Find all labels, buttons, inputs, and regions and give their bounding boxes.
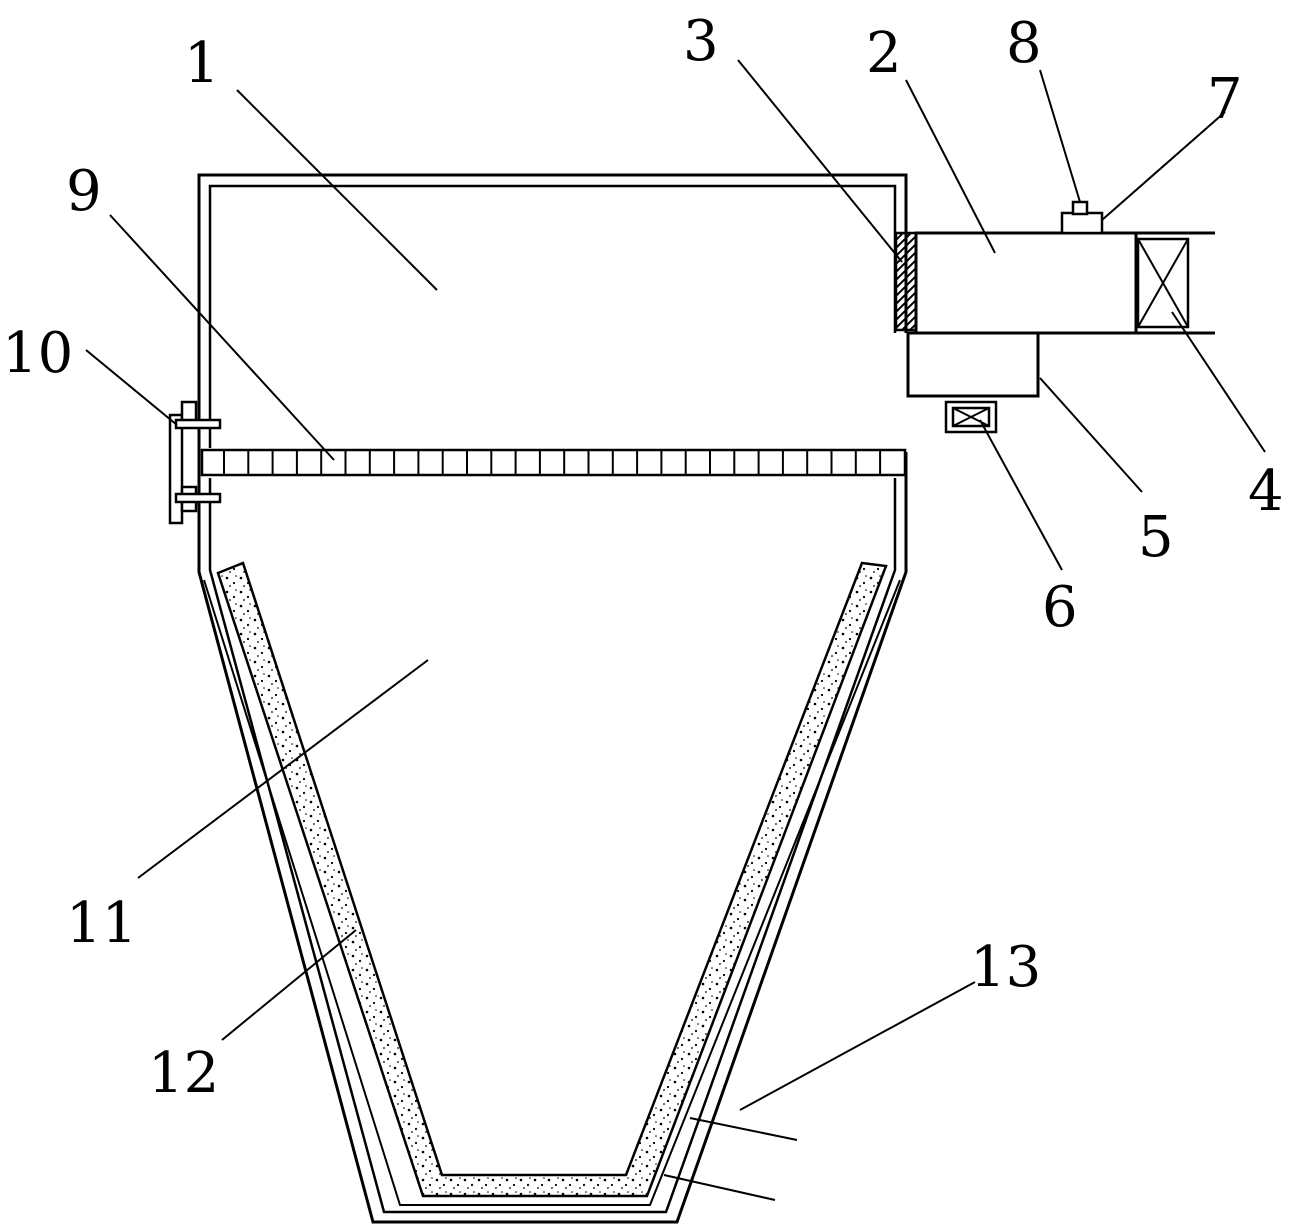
insulation-layer	[203, 561, 901, 1206]
label-2: 2	[866, 21, 902, 86]
filter-mesh	[200, 448, 907, 477]
fan-housing	[914, 231, 1138, 335]
clamp-bolt-assembly	[168, 400, 222, 525]
label-5: 5	[1138, 505, 1174, 570]
filter-mesh-ticks	[223, 450, 882, 475]
label-6: 6	[1042, 575, 1078, 640]
seal-plate	[894, 231, 918, 332]
valve-knob	[1071, 200, 1089, 216]
top-cap	[1060, 211, 1104, 235]
label-13: 13	[970, 935, 1041, 1000]
label-11: 11	[66, 891, 137, 956]
label-3: 3	[683, 9, 719, 74]
small-filter	[944, 400, 998, 434]
label-8: 8	[1006, 11, 1042, 76]
label-12: 12	[148, 1041, 219, 1106]
leader-lines	[85, 59, 1266, 1201]
label-4: 4	[1248, 459, 1284, 524]
air-duct	[1136, 231, 1215, 335]
label-7: 7	[1207, 67, 1243, 132]
label-9: 9	[66, 159, 102, 224]
label-10: 10	[2, 321, 73, 386]
label-1: 1	[184, 31, 220, 96]
tank-body	[197, 173, 908, 1224]
motor-box	[906, 331, 1040, 398]
